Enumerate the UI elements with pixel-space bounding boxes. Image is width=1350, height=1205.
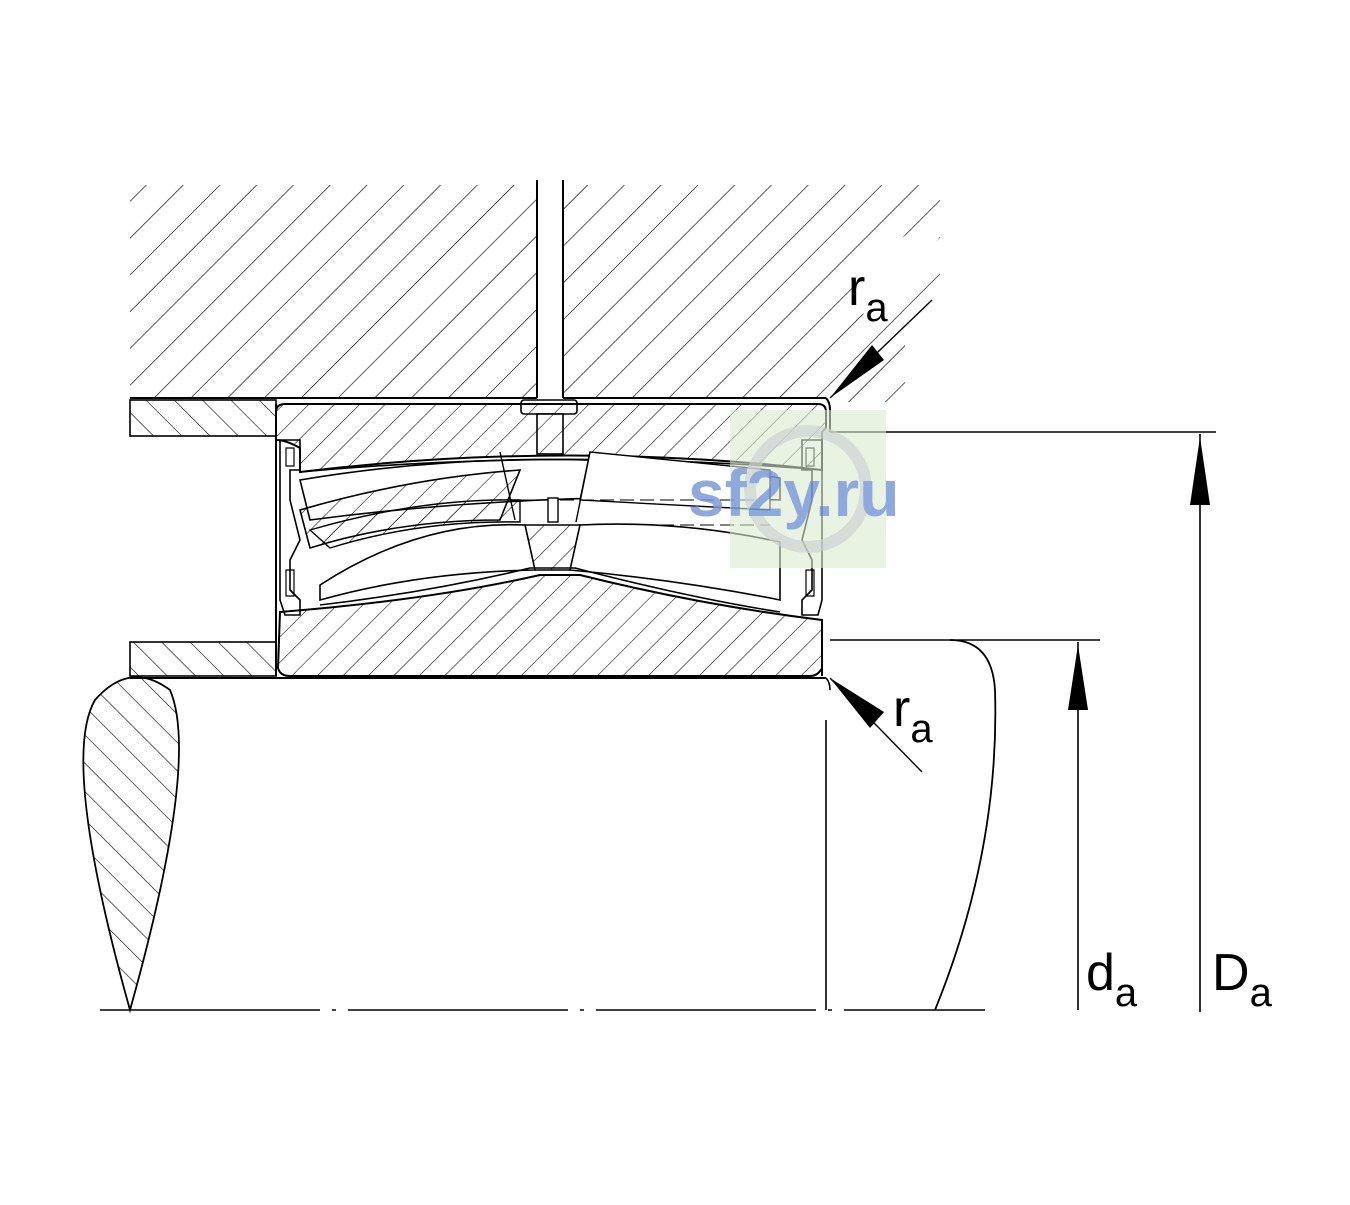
seal-left [279, 439, 301, 616]
housing [130, 185, 1216, 433]
spacer-ring-upper [129, 399, 277, 437]
da-dimension [1068, 642, 1088, 1010]
ra-arrow-bottom [829, 677, 923, 773]
shaft [130, 639, 997, 1011]
label-da: da [1086, 944, 1138, 1015]
spacer-ring-lower [129, 641, 277, 677]
watermark: sf2y.ru [688, 410, 900, 568]
shaft-section [82, 676, 180, 1014]
ra-arrow-top [829, 299, 933, 399]
label-ra-bottom: ra [893, 680, 933, 751]
watermark-text: sf2y.ru [688, 456, 900, 530]
lower-roller [319, 523, 781, 602]
label-Da: Da [1212, 944, 1273, 1015]
Da-dimension [1190, 434, 1210, 1012]
label-ra-top: ra [848, 259, 888, 330]
inner-ring [276, 567, 1100, 677]
